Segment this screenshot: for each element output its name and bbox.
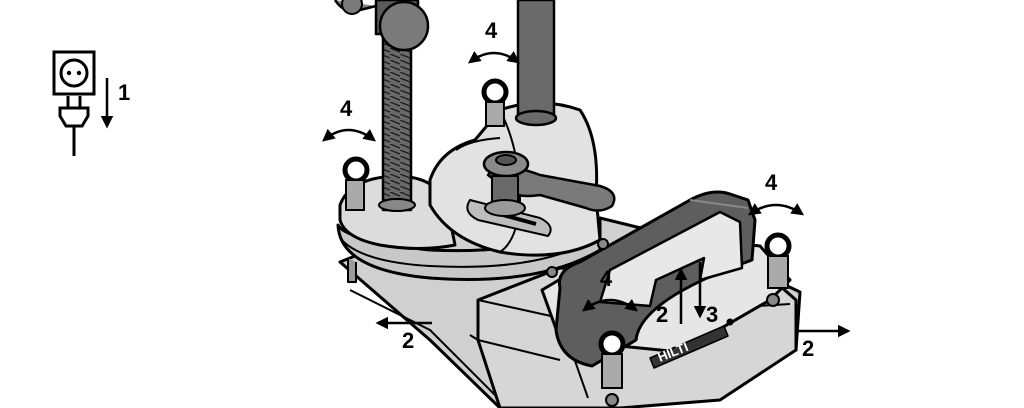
column-knob	[378, 0, 430, 52]
drill-stand-illustration: HILTI	[333, 0, 802, 408]
eyebolt-left	[342, 156, 370, 211]
step-label-lift: 2	[656, 302, 668, 327]
step-label-unplug: 1	[118, 80, 130, 105]
rotate-arrow-icon	[322, 128, 376, 142]
step-label-eyebolt-right: 4	[765, 170, 778, 195]
direction-arrow-icon	[674, 262, 707, 324]
eyebolt-top	[481, 78, 509, 127]
step-label-eyebolt-front: 4	[600, 266, 613, 291]
rotate-arrow-icon	[582, 298, 638, 312]
rotate-arrow-icon	[467, 51, 521, 64]
socket-icon	[52, 50, 96, 96]
rotate-arrow-icon	[747, 203, 805, 216]
eyebolt-front	[598, 330, 626, 389]
plug-icon	[58, 96, 90, 156]
step-label-eyebolt-top: 4	[485, 18, 498, 43]
step-label-eyebolt-left: 4	[340, 96, 353, 121]
threaded-rod	[381, 28, 413, 212]
step-label-lower: 3	[706, 302, 718, 327]
eyebolt-right	[764, 232, 792, 289]
main-column	[516, 0, 556, 120]
step-label-slide-right: 2	[802, 336, 814, 361]
step-label-slide-left: 2	[402, 328, 414, 353]
